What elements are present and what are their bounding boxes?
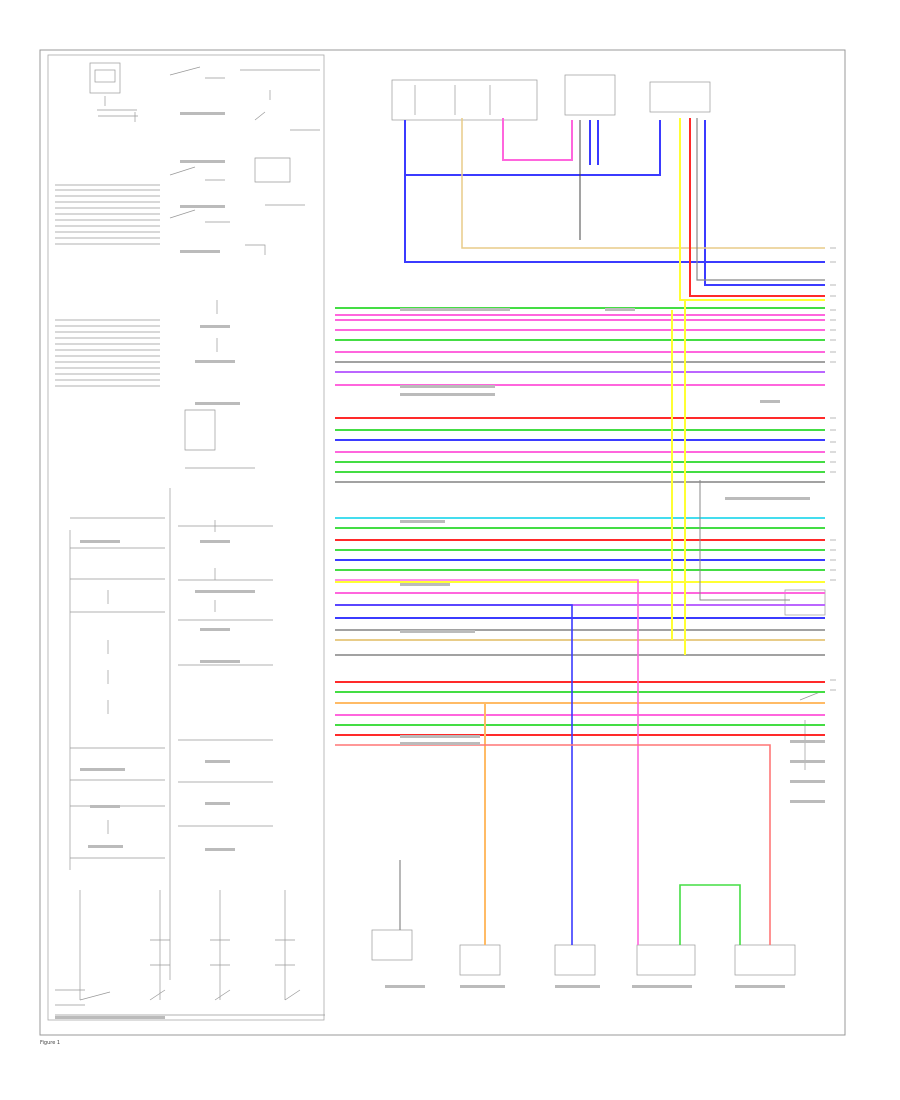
wire-top-gray <box>696 118 825 281</box>
wire-top-blue-b <box>404 175 825 263</box>
right-connector-ticks <box>830 247 836 691</box>
wire-top-blue-a <box>404 120 661 176</box>
wire-top-red <box>689 118 825 297</box>
top-components <box>371 74 826 976</box>
wire-drop-orange <box>335 702 486 945</box>
meter-internal-circuits <box>55 62 325 1016</box>
wire-drop-green <box>679 884 741 945</box>
component-bottom-3 <box>554 944 596 976</box>
footer-label: Figure 1 <box>40 1040 61 1046</box>
diagram-frame <box>39 49 846 1036</box>
component-top-1 <box>391 79 538 121</box>
component-right-relay <box>784 589 826 616</box>
wire-top-blue-e <box>704 120 825 286</box>
wire-drop-blue <box>335 604 573 945</box>
meter-gauge-box <box>89 62 121 94</box>
component-top-2 <box>564 74 616 116</box>
vertical-drop-wires <box>335 300 790 945</box>
wire-top-yellow <box>679 118 825 301</box>
wire-top-tan <box>461 118 825 249</box>
component-bottom-1 <box>371 929 413 961</box>
top-harness-wires <box>404 118 825 301</box>
tiny-labels <box>55 112 825 1019</box>
component-bottom-4 <box>636 944 696 976</box>
wire-drop-gray-b <box>699 480 790 601</box>
component-bottom-5 <box>734 944 796 976</box>
wire-drop-pink <box>335 579 639 945</box>
combination-meter-panel <box>47 54 325 1021</box>
wire-top-pink <box>502 118 573 161</box>
component-top-3 <box>649 81 711 113</box>
component-bottom-2 <box>459 944 501 976</box>
